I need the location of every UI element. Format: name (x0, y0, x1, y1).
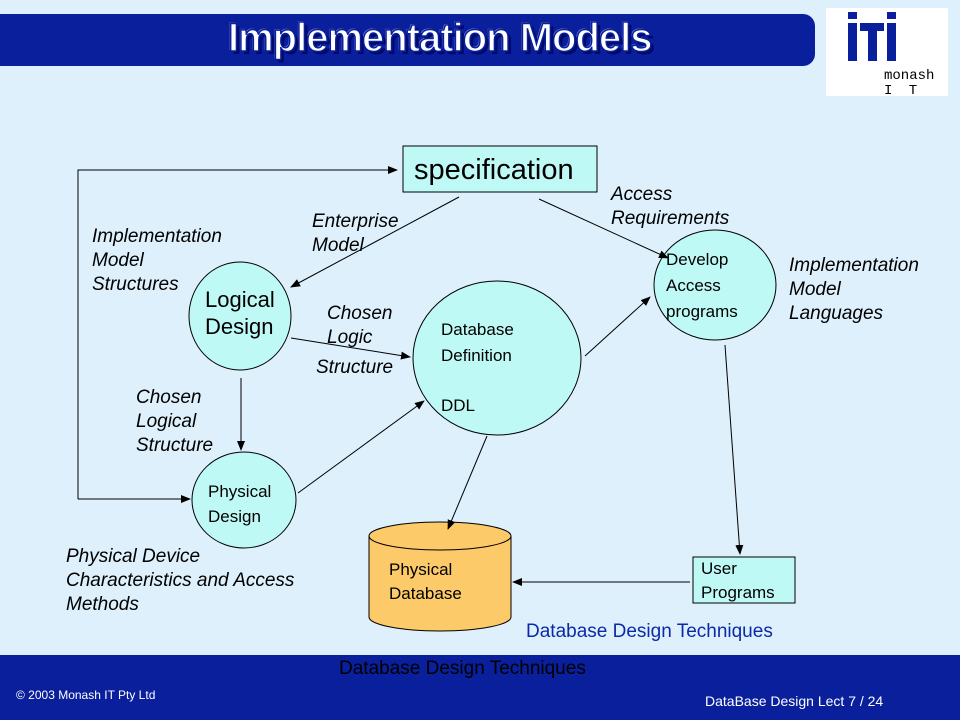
title-bar (0, 14, 815, 66)
database-definition-node (412, 280, 582, 436)
iml-line-2: Model (789, 279, 841, 300)
slide-title: Implementation Models (227, 15, 653, 61)
clogs-line-3: Structure (136, 435, 214, 456)
develop-access-line-2: Access (666, 276, 721, 295)
user-programs-box (692, 556, 796, 604)
user-programs-line-2: Programs (701, 583, 775, 602)
cls-line-3: Structure (316, 357, 394, 378)
user-programs-line-1: User (701, 559, 737, 578)
specification-box (402, 145, 598, 193)
footer-copyright: © 2003 Monash IT Pty Ltd (16, 688, 156, 702)
ims-line-3: Structures (92, 274, 179, 295)
ims-line-1: Implementation (92, 226, 222, 247)
ims-line-2: Model (92, 250, 144, 271)
logical-design-label: Logical Design (205, 286, 275, 340)
arrow-logical-to-ddl (290, 337, 411, 360)
physical-database-line-2: Database (389, 584, 462, 603)
database-definition-line-2: Definition (441, 346, 512, 365)
chosen-logical-structure-label: Chosen Logical Structure (136, 386, 213, 458)
physical-design-label: Physical Design (208, 479, 271, 529)
arrow-loop-to-specification (77, 166, 398, 499)
develop-access-line-3: programs (666, 302, 738, 321)
arrow-physical-to-ddl (297, 400, 425, 494)
database-definition-line-1: Database (441, 320, 514, 339)
arrow-ddl-to-physical-db (447, 435, 488, 530)
iml-line-1: Implementation (789, 255, 919, 276)
physical-design-line-2: Design (208, 507, 261, 526)
physical-design-node (191, 451, 297, 549)
user-programs-label: User Programs (701, 557, 775, 605)
access-requirements-label: Access Requirements (611, 183, 729, 231)
physical-database-label: Physical Database (389, 558, 462, 606)
footer-title: Database Design Techniques (339, 658, 586, 679)
physical-device-line-1: Physical Device (66, 546, 201, 567)
monash-it-logo: monash I T (826, 8, 948, 99)
physical-device-label: Physical Device Characteristics and Acce… (66, 545, 294, 617)
database-definition-line-3: DDL (441, 396, 476, 415)
arrow-develop-to-user-programs (724, 344, 744, 555)
footer-page-number: DataBase Design Lect 7 / 24 (705, 693, 884, 709)
arrow-spec-to-develop (538, 198, 669, 259)
enterprise-model-line-1: Enterprise (312, 211, 399, 232)
physical-device-line-2: Characteristics and Access (66, 570, 295, 591)
logo-word-monash: monash (884, 68, 934, 84)
enterprise-model-label: Enterprise Model (312, 210, 399, 258)
specification-label: specification (414, 154, 574, 186)
implementation-model-structures-label: Implementation Model Structures (92, 225, 222, 297)
logical-design-line-2: Design (205, 314, 274, 339)
arrow-ddl-to-develop (584, 296, 651, 357)
access-requirements-line-1: Access (611, 184, 673, 205)
logo-word-it: I T (884, 83, 921, 96)
physical-device-line-3: Methods (66, 594, 139, 615)
clogs-line-2: Logical (136, 411, 197, 432)
diagram-caption: Database Design Techniques (526, 621, 773, 642)
develop-access-line-1: Develop (666, 250, 729, 269)
develop-access-label: Develop Access programs (666, 247, 738, 325)
cls-line-1: Chosen (327, 303, 393, 324)
chosen-logic-structure-label: Chosen Logic Structure (316, 302, 393, 380)
database-definition-label: Database Definition DDL (441, 317, 514, 419)
logical-design-line-1: Logical (205, 287, 275, 312)
logical-design-node (188, 261, 292, 371)
arrow-spec-to-logical (290, 196, 460, 288)
footer-bar (0, 655, 960, 720)
develop-access-node (653, 229, 777, 341)
iml-line-3: Languages (789, 303, 884, 324)
implementation-model-languages-label: Implementation Model Languages (789, 254, 919, 326)
physical-design-line-1: Physical (208, 482, 272, 501)
enterprise-model-line-2: Model (312, 235, 364, 256)
cls-line-2: Logic (327, 327, 373, 348)
physical-database-node (368, 521, 512, 632)
clogs-line-1: Chosen (136, 387, 202, 408)
physical-database-line-1: Physical (389, 560, 453, 579)
access-requirements-line-2: Requirements (611, 208, 730, 229)
